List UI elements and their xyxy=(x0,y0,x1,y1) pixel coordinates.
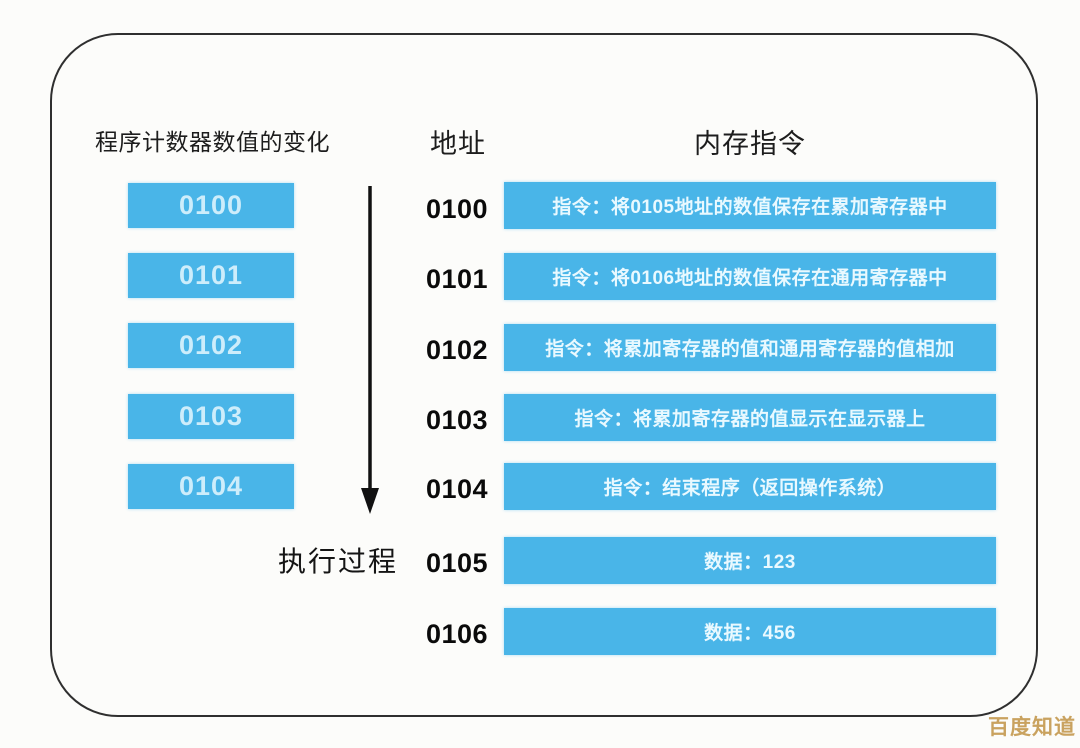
address-label-0106: 0106 xyxy=(425,619,489,649)
pc-value-box-0102: 0102 xyxy=(128,323,294,368)
execution-arrow-label: 执行过程 xyxy=(278,546,399,577)
pc-value-box-0103: 0103 xyxy=(128,394,294,439)
memory-cell-0106: 数据：456 xyxy=(504,608,996,655)
pc-value-box-0100: 0100 xyxy=(128,183,294,228)
memory-cell-0100: 指令：将0105地址的数值保存在累加寄存器中 xyxy=(504,182,996,229)
pc-value-box-0104: 0104 xyxy=(128,464,294,509)
address-column-header: 地址 xyxy=(430,129,486,159)
pc-change-title: 程序计数器数值的变化 xyxy=(95,129,330,155)
address-label-0103: 0103 xyxy=(425,405,489,435)
address-label-0102: 0102 xyxy=(425,335,489,365)
diagram-rounded-border xyxy=(50,33,1038,717)
address-label-0105: 0105 xyxy=(425,548,489,578)
execution-arrow-icon xyxy=(361,186,379,514)
pc-value-box-0101: 0101 xyxy=(128,253,294,298)
memory-cell-0101: 指令：将0106地址的数值保存在通用寄存器中 xyxy=(504,253,996,300)
instruction-column-header: 内存指令 xyxy=(694,129,806,159)
memory-cell-0104: 指令：结束程序（返回操作系统） xyxy=(504,463,996,510)
memory-cell-0102: 指令：将累加寄存器的值和通用寄存器的值相加 xyxy=(504,324,996,371)
memory-cell-0103: 指令：将累加寄存器的值显示在显示器上 xyxy=(504,394,996,441)
address-label-0101: 0101 xyxy=(425,264,489,294)
address-label-0100: 0100 xyxy=(425,194,489,224)
memory-cell-0105: 数据：123 xyxy=(504,537,996,584)
baidu-zhidao-watermark: 百度知道 xyxy=(988,716,1076,739)
address-label-0104: 0104 xyxy=(425,474,489,504)
